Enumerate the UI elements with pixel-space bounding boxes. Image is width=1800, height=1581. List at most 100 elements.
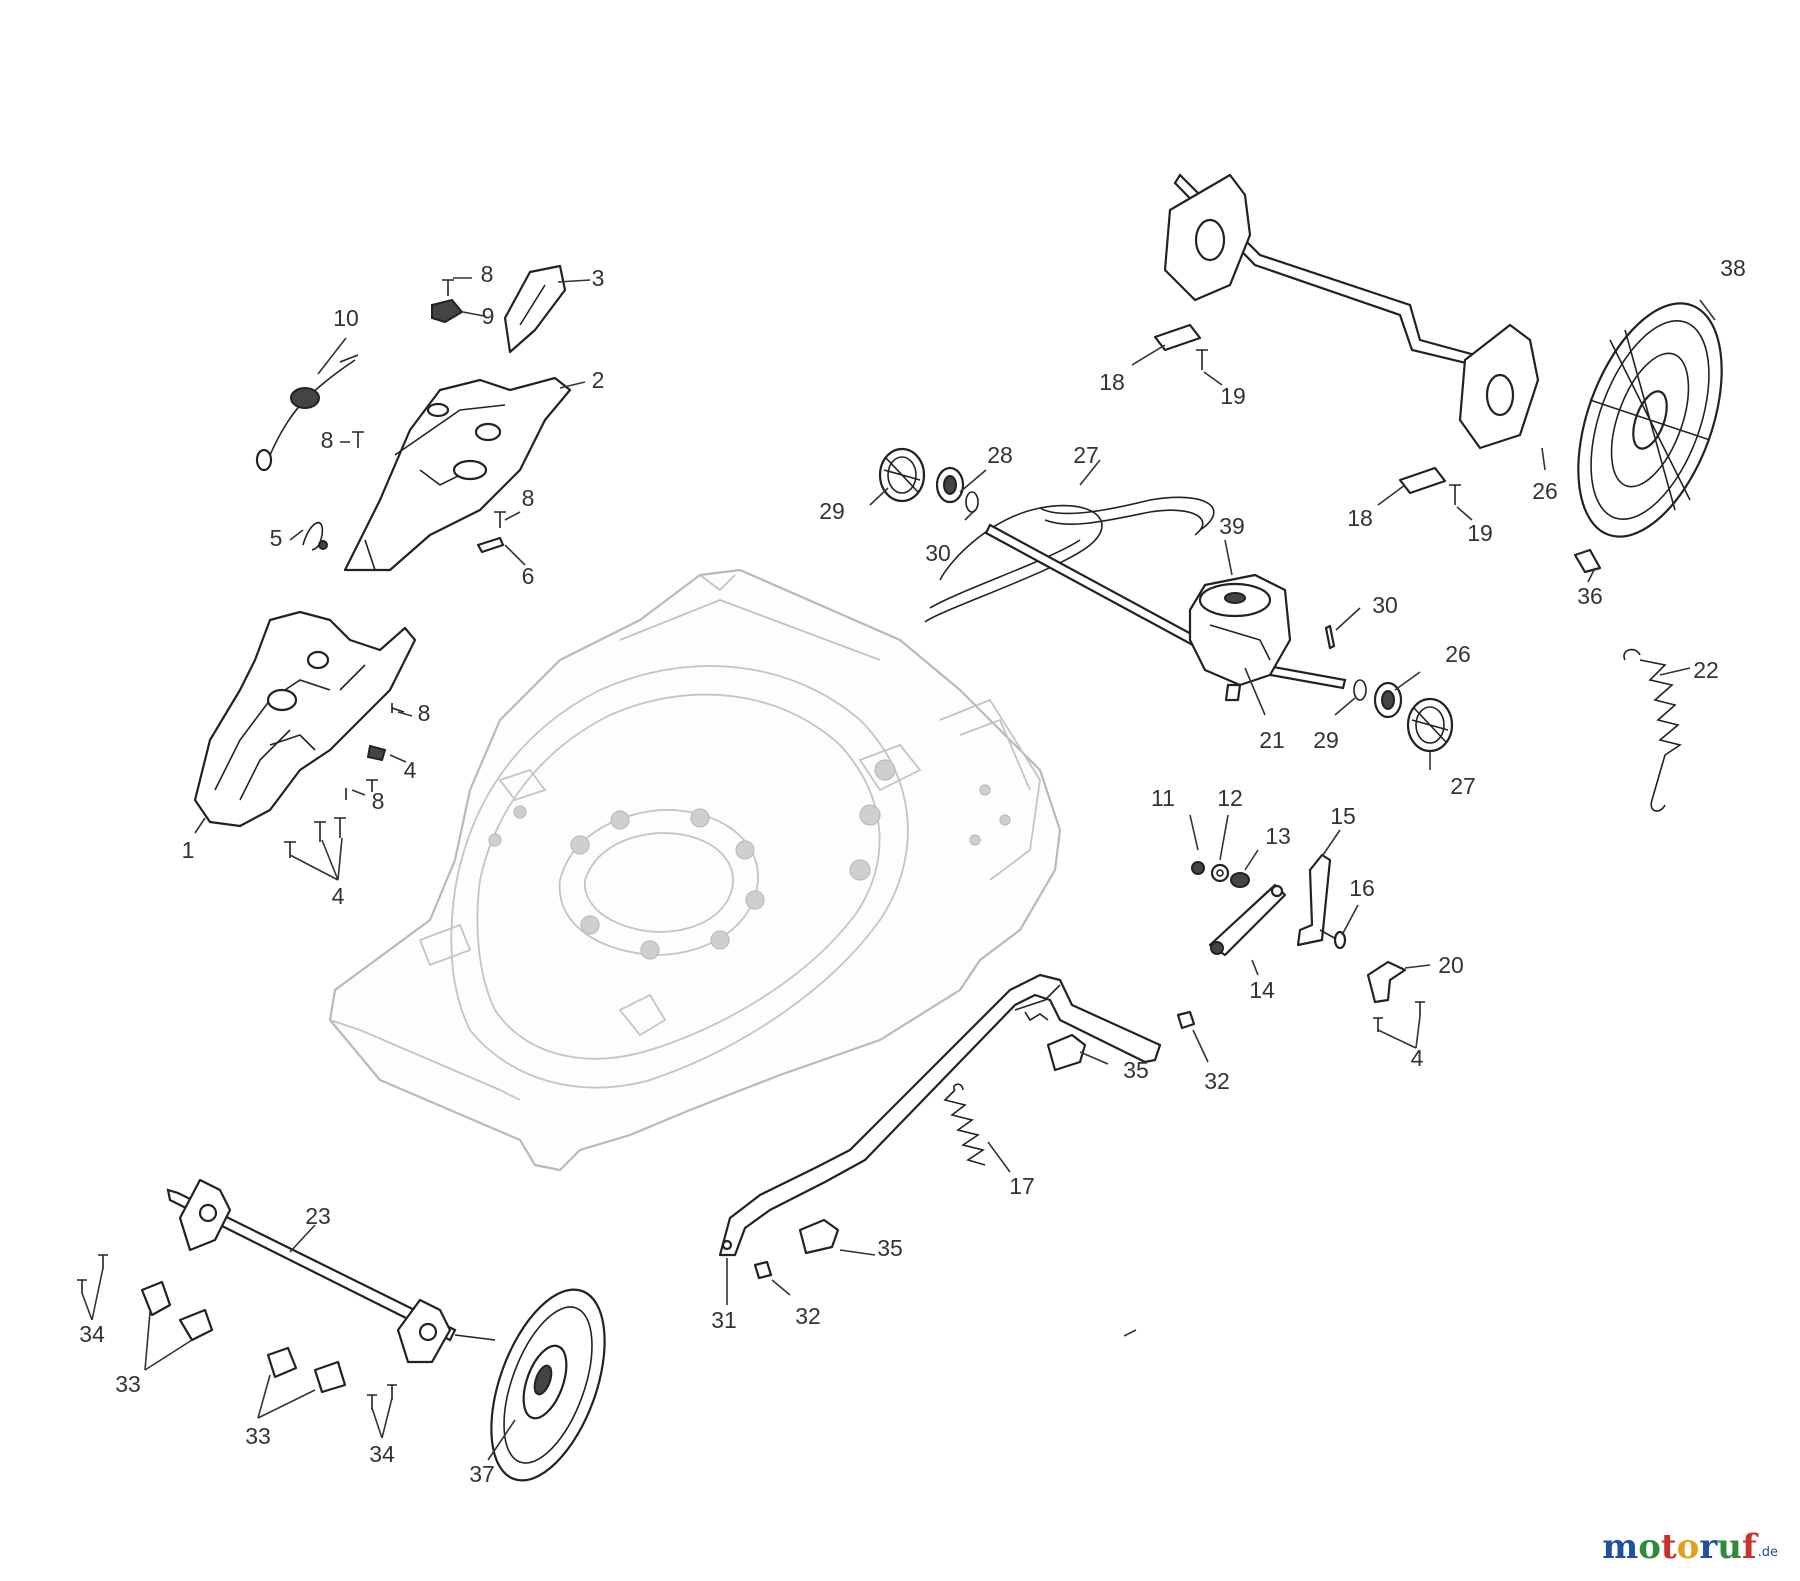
motoruf-watermark-logo: motoruf.de	[1602, 1527, 1778, 1567]
callout-26: 26	[1445, 641, 1471, 667]
callout-14: 14	[1249, 977, 1275, 1003]
part-30-pin	[1324, 624, 1336, 650]
callout-24: 26	[1532, 478, 1558, 504]
part-35-clips	[798, 1033, 1087, 1255]
part-27-gear	[1406, 697, 1454, 753]
callout-4: 4	[332, 883, 345, 909]
callout-8: 8	[418, 700, 431, 726]
part-25-belt	[924, 496, 1215, 623]
part-19-screws	[1196, 349, 1461, 505]
callout-8: 8	[481, 261, 494, 287]
part-11-nut	[1191, 861, 1205, 875]
part-36-pin	[1573, 548, 1602, 574]
part-9-clip	[431, 298, 464, 324]
callout-29: 30	[925, 540, 951, 566]
watermark-letter: t	[1660, 1527, 1677, 1567]
part-31-lever	[718, 973, 1162, 1257]
callout-23: 23	[305, 1203, 331, 1229]
watermark-letter: o	[1676, 1527, 1700, 1567]
part-18-clips	[1153, 323, 1447, 495]
callout-30: 30	[1372, 592, 1398, 618]
callout-5: 4	[404, 757, 417, 783]
part-1-housing	[193, 610, 417, 828]
callout-18: 18	[1347, 505, 1373, 531]
part-16-pin	[1319, 929, 1347, 950]
part-8-screws	[345, 279, 506, 800]
callout-25: 27	[1073, 442, 1099, 468]
callout-38: 38	[1720, 255, 1746, 281]
part-29-washers	[965, 491, 1367, 701]
watermark-tld: .de	[1757, 1545, 1778, 1560]
callout-3: 3	[592, 265, 605, 291]
mower-deck	[328, 568, 1062, 1172]
callout-9: 9	[482, 303, 495, 329]
callout-20: 20	[1438, 952, 1464, 978]
callout-8: 8	[522, 485, 535, 511]
part-34-screws	[77, 1254, 397, 1410]
part-7-pin	[476, 536, 505, 554]
callout-31: 31	[711, 1307, 737, 1333]
part-15-bracket	[1296, 853, 1332, 947]
part-17-spring	[943, 1083, 986, 1166]
callout-2: 2	[592, 367, 605, 393]
part-14-lever	[1208, 883, 1287, 957]
watermark-letter: o	[1638, 1527, 1661, 1567]
callout-7: 6	[522, 563, 535, 589]
callout-15: 15	[1330, 803, 1356, 829]
callout-37: 37	[469, 1461, 495, 1487]
part-24-axle	[1163, 173, 1540, 450]
part-2-housing	[343, 376, 572, 572]
callout-17: 17	[1009, 1173, 1035, 1199]
part-12-washer	[1210, 863, 1230, 883]
part-22-spring	[1623, 648, 1682, 812]
callout-19: 19	[1220, 383, 1246, 409]
callout-16: 16	[1349, 875, 1375, 901]
part-37-wheel	[490, 1288, 606, 1482]
watermark-main-text: motoruf	[1602, 1527, 1756, 1567]
part-28-gear	[878, 447, 926, 503]
callout-13: 13	[1265, 823, 1291, 849]
part-23-axle	[166, 1178, 496, 1364]
part-32-bolts	[753, 1010, 1196, 1280]
callout-36: 36	[1577, 583, 1603, 609]
part-21-gearbox	[1188, 573, 1292, 702]
watermark-letter: f	[1741, 1527, 1757, 1567]
part-26-bearings	[935, 466, 1403, 719]
callout-22: 22	[1693, 657, 1719, 683]
callout-11: 11	[1151, 785, 1175, 811]
part-5-screw	[366, 744, 387, 762]
callout-32: 32	[795, 1303, 821, 1329]
callout-35: 35	[1123, 1057, 1149, 1083]
callout-21: 21	[1259, 727, 1285, 753]
callout-labels: 3 8 9 10 2 8 8 5 6 8 4 8 1 4 23 34 33 33…	[79, 255, 1746, 1487]
part-13-spring	[1230, 872, 1250, 888]
callout-27: 27	[1450, 773, 1476, 799]
callout-8: 8	[321, 427, 334, 453]
part-10-cable	[255, 354, 359, 472]
callout-32: 32	[1204, 1068, 1230, 1094]
callout-39: 39	[1219, 513, 1245, 539]
callout-34: 34	[79, 1321, 105, 1347]
callout-4: 4	[1411, 1045, 1424, 1071]
part-20-bracket	[1366, 960, 1407, 1004]
leader-lines	[81, 277, 1716, 1461]
part-33-clips	[140, 1280, 347, 1394]
callout-19: 19	[1467, 520, 1493, 546]
callout-18: 18	[1099, 369, 1125, 395]
callout-34: 34	[369, 1441, 395, 1467]
part-3-cover	[503, 264, 567, 354]
callout-12: 12	[1217, 785, 1243, 811]
part-4-screws-left	[284, 817, 346, 858]
callout-35: 35	[877, 1235, 903, 1261]
part-6-spring	[302, 521, 328, 551]
callout-33: 33	[115, 1371, 141, 1397]
callout-33: 33	[245, 1423, 271, 1449]
part-4-screws-right	[1373, 1001, 1425, 1032]
part-39-shaft	[984, 523, 1347, 690]
watermark-letter: u	[1717, 1527, 1742, 1567]
callout-28: 29	[819, 498, 845, 524]
callout-10: 10	[333, 305, 359, 331]
callout-1: 1	[182, 837, 195, 863]
watermark-letter: r	[1699, 1527, 1718, 1567]
